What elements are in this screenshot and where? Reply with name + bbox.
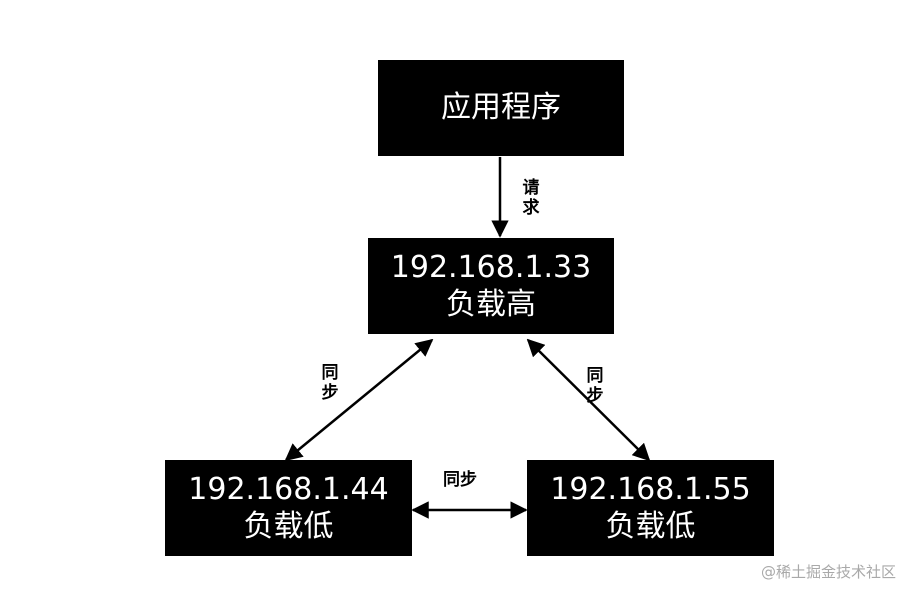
server-node-33: 192.168.1.33 负载高 bbox=[368, 238, 614, 334]
sync-label-left: 同步 bbox=[321, 363, 339, 403]
server-node-44: 192.168.1.44 负载低 bbox=[165, 460, 412, 556]
sync-arrow-33-55 bbox=[526, 338, 651, 462]
server-44-load: 负载低 bbox=[243, 509, 334, 544]
server-33-ip: 192.168.1.33 bbox=[390, 249, 592, 285]
request-label: 请求 bbox=[522, 178, 540, 218]
watermark: @稀土掘金技术社区 bbox=[760, 563, 896, 581]
app-label: 应用程序 bbox=[441, 90, 561, 126]
server-55-load: 负载低 bbox=[605, 509, 696, 544]
sync-arrow-33-44 bbox=[284, 338, 434, 462]
server-55-ip: 192.168.1.55 bbox=[550, 471, 751, 507]
sync-label-bottom: 同步 bbox=[443, 470, 477, 490]
server-44-ip: 192.168.1.44 bbox=[188, 471, 389, 507]
server-node-55: 192.168.1.55 负载低 bbox=[527, 460, 774, 556]
sync-label-right: 同步 bbox=[586, 366, 604, 406]
server-33-load: 负载高 bbox=[446, 287, 536, 322]
app-node: 应用程序 bbox=[378, 60, 624, 156]
